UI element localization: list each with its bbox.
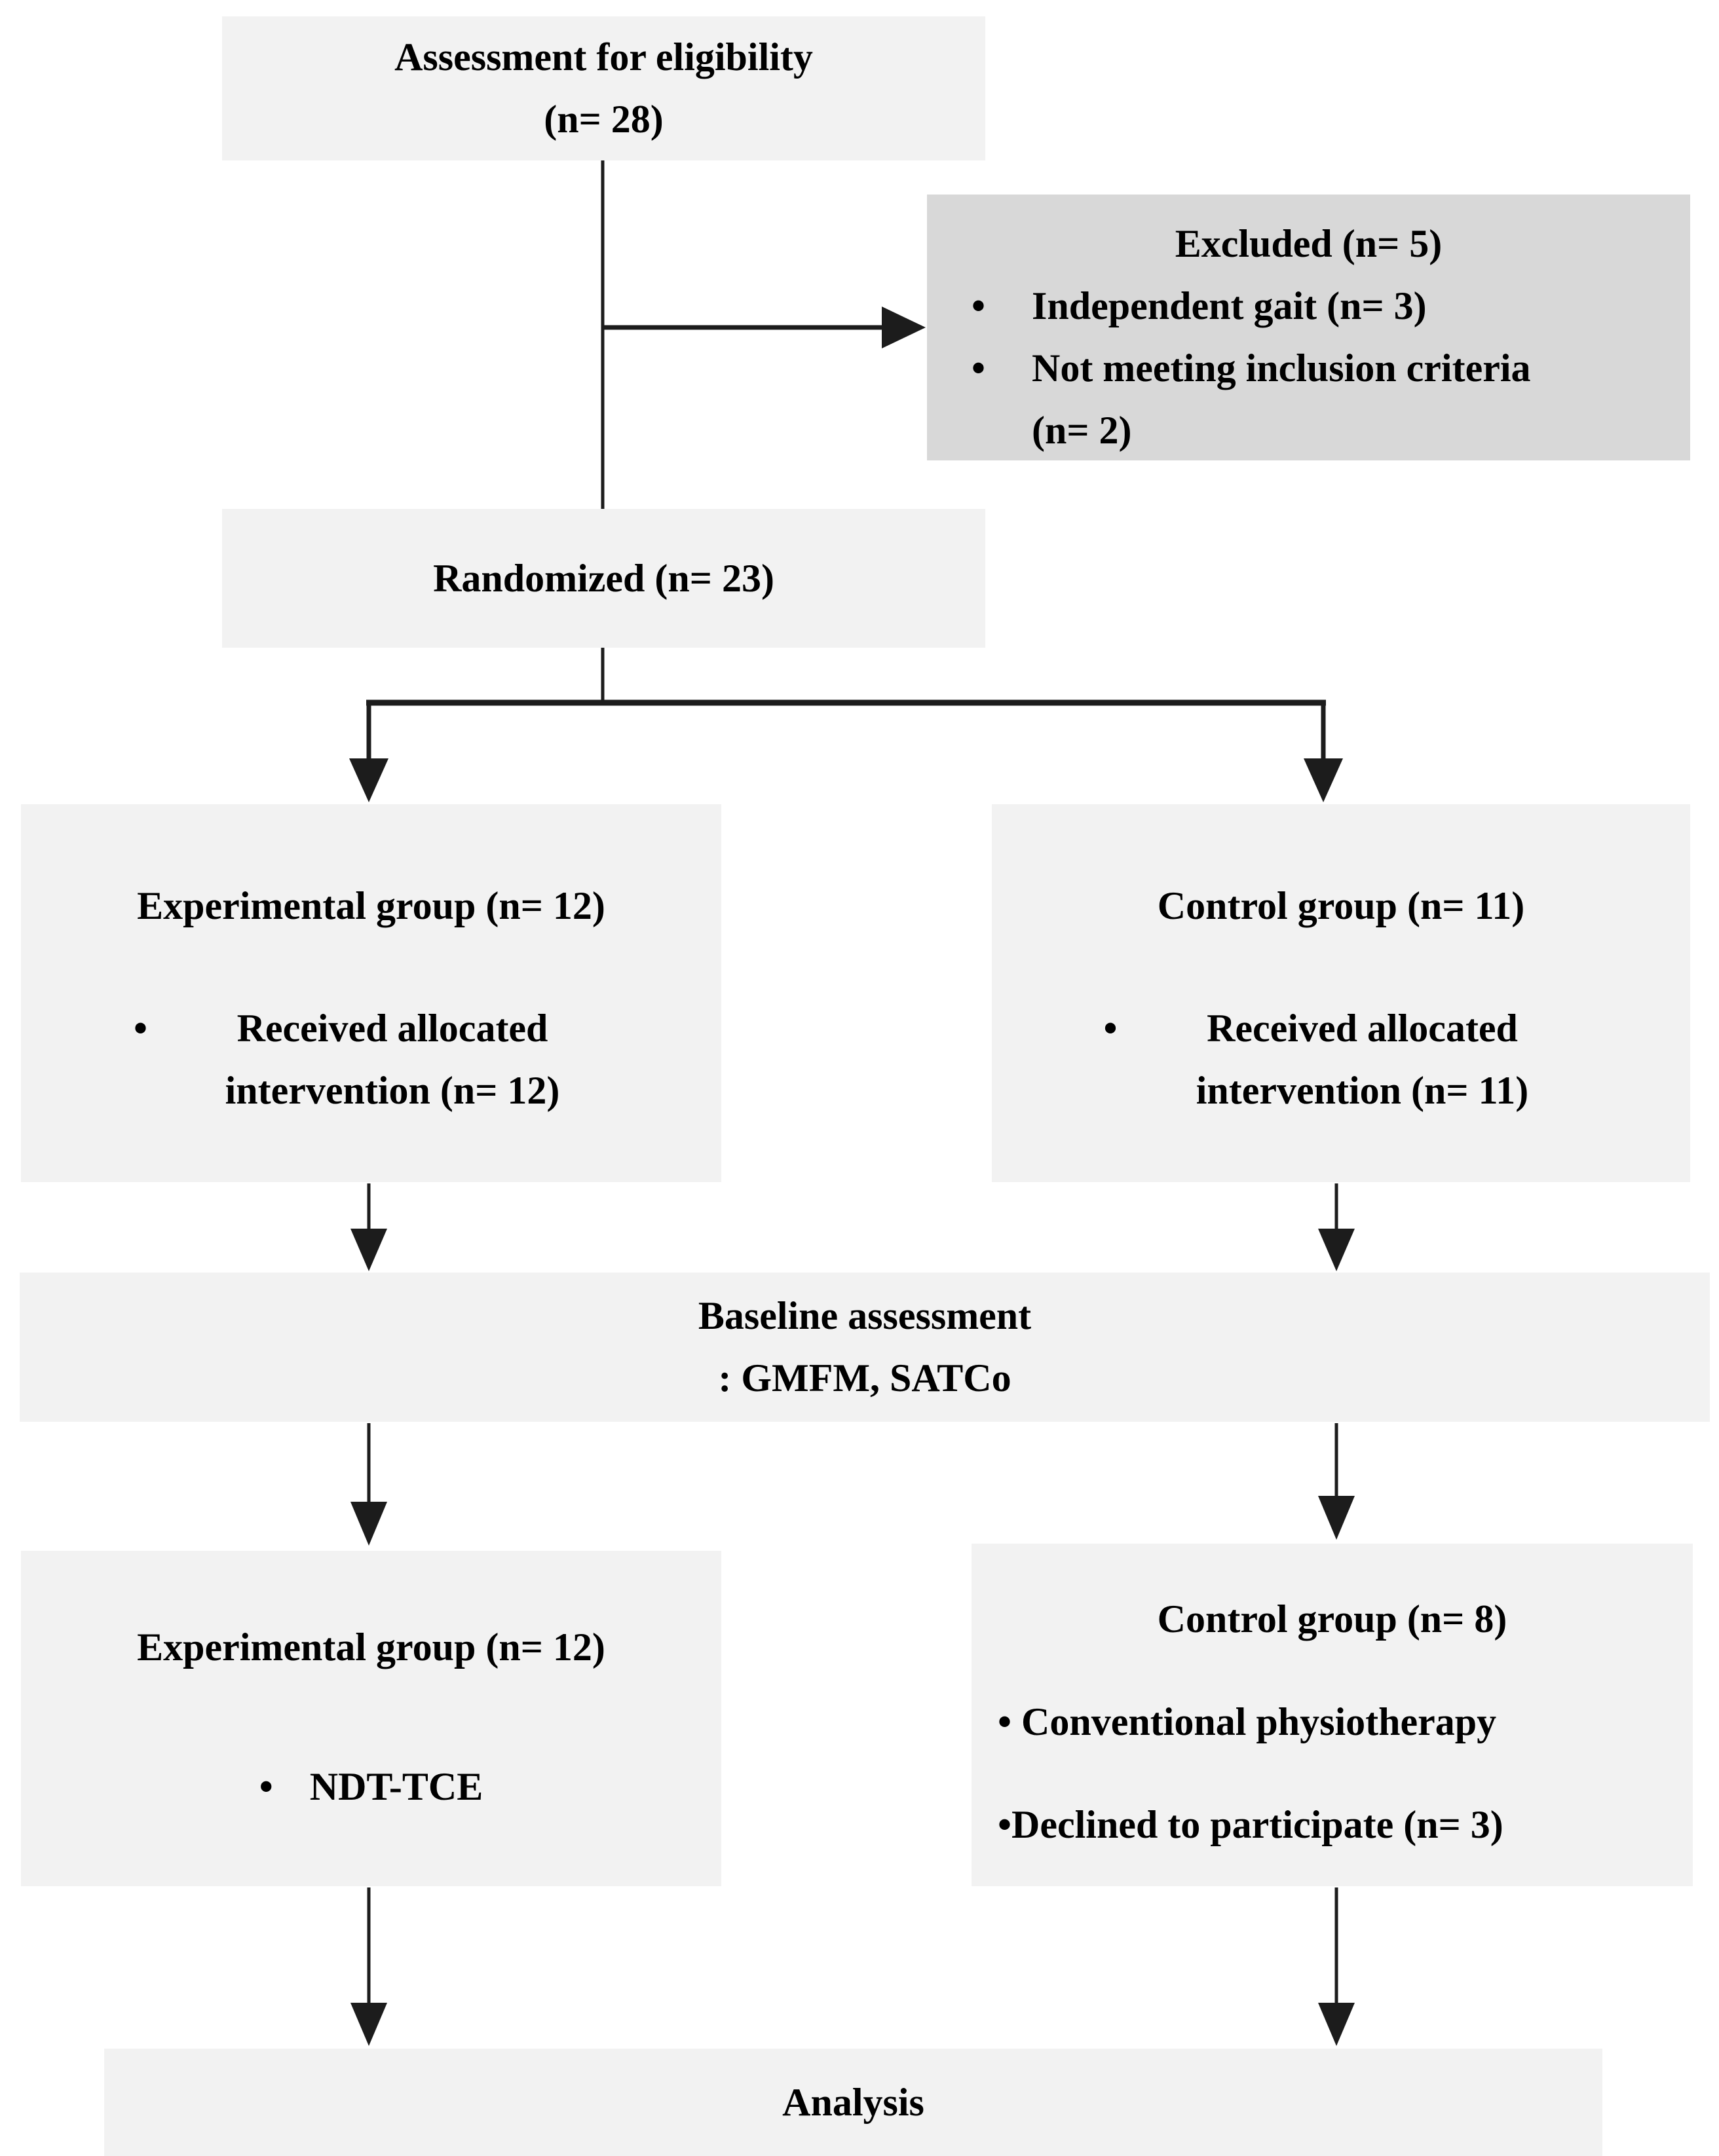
experimental-allocation-title: Experimental group (n= 12): [137, 884, 605, 927]
control-intervention-bullet-2: •Declined to participate (n= 3): [998, 1803, 1503, 1846]
assessment-count: (n= 28): [544, 98, 664, 141]
bullet-marker: •: [133, 1007, 147, 1050]
control-allocation-box: Control group (n= 11) • Received allocat…: [992, 804, 1690, 1182]
arrow-ctrl-to-baseline: [1318, 1183, 1355, 1271]
excluded-title: Excluded (n= 5): [1175, 222, 1443, 265]
bullet-marker: •: [259, 1765, 273, 1808]
bullet-marker: •: [972, 284, 986, 327]
control-intervention-bullet-1: • Conventional physiotherapy: [998, 1700, 1497, 1743]
randomized-title: Randomized (n= 23): [433, 556, 774, 600]
excluded-bullet-1: • Independent gait (n= 3): [927, 275, 1690, 337]
control-allocation-title: Control group (n= 11): [1157, 884, 1525, 927]
baseline-line1: Baseline assessment: [698, 1294, 1032, 1337]
assessment-line1: Assessment for eligibility: [394, 35, 813, 79]
experimental-intervention-box: Experimental group (n= 12) • NDT-TCE: [21, 1551, 721, 1886]
experimental-allocation-bullet: • Received allocated intervention (n= 12…: [134, 997, 609, 1122]
experimental-intervention-title: Experimental group (n= 12): [137, 1626, 605, 1669]
arrow-exp-to-baseline: [350, 1183, 387, 1271]
assessment-eligibility-box: Assessment for eligibility (n= 28): [222, 16, 985, 160]
arrow-baseline-to-exp-interv: [350, 1423, 387, 1546]
experimental-intervention-bullet: • NDT-TCE: [259, 1756, 483, 1818]
excluded-bullet-1-text: Independent gait (n= 3): [1032, 284, 1427, 327]
excluded-bullet-2-text: Not meeting inclusion criteria (n= 2): [1032, 346, 1531, 452]
randomized-branch: [349, 648, 1343, 802]
arrow-exp-interv-to-analysis: [350, 1887, 387, 2046]
baseline-line2: : GMFM, SATCo: [718, 1356, 1011, 1400]
arrow-ctrl-interv-to-analysis: [1318, 1887, 1355, 2046]
excluded-bullet-2: • Not meeting inclusion criteria (n= 2): [927, 337, 1690, 462]
experimental-intervention-bullet-text: NDT-TCE: [309, 1765, 483, 1808]
baseline-assessment-box: Baseline assessment : GMFM, SATCo: [20, 1273, 1710, 1422]
randomized-box: Randomized (n= 23): [222, 509, 985, 648]
arrow-to-excluded: [603, 307, 926, 348]
analysis-box: Analysis: [104, 2049, 1602, 2156]
control-allocation-bullet: • Received allocated intervention (n= 11…: [1103, 997, 1578, 1122]
control-intervention-title: Control group (n= 8): [1157, 1597, 1507, 1641]
excluded-box: Excluded (n= 5) • Independent gait (n= 3…: [927, 195, 1690, 460]
control-allocation-bullet-text: Received allocated intervention (n= 11): [1196, 1007, 1529, 1112]
control-intervention-box: Control group (n= 8) • Conventional phys…: [972, 1544, 1693, 1886]
arrow-baseline-to-ctrl-interv: [1318, 1423, 1355, 1540]
experimental-allocation-bullet-text: Received allocated intervention (n= 12): [225, 1007, 560, 1112]
analysis-title: Analysis: [782, 2080, 924, 2124]
experimental-allocation-box: Experimental group (n= 12) • Received al…: [21, 804, 721, 1182]
bullet-marker: •: [1103, 1007, 1118, 1050]
bullet-marker: •: [972, 346, 986, 390]
